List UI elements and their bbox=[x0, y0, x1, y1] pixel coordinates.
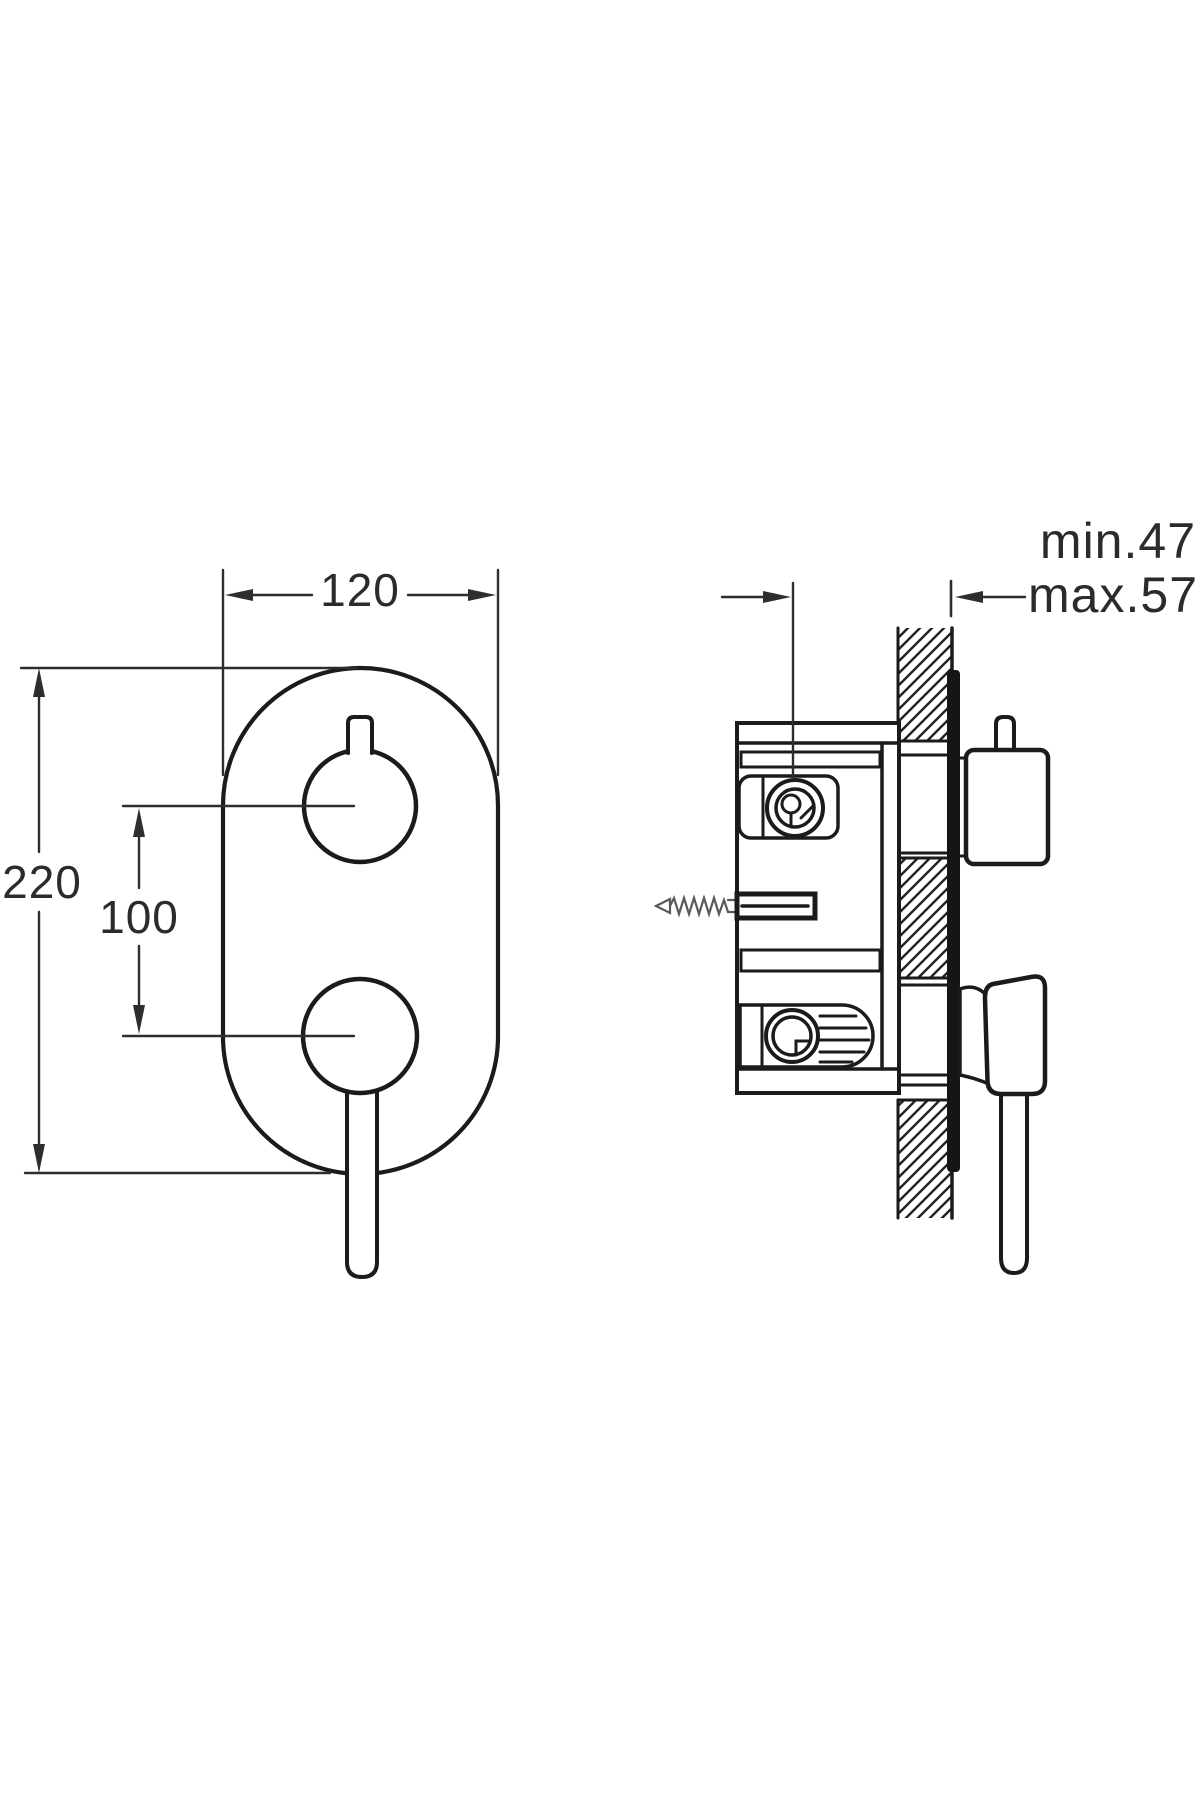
thermostat-knob-side bbox=[958, 715, 1051, 867]
lever-rod-side bbox=[999, 1083, 1029, 1276]
knob-index-tab bbox=[346, 715, 374, 755]
diverter-lever-side bbox=[958, 974, 1048, 1276]
valve-cartridge-bottom bbox=[738, 1003, 875, 1069]
side-view bbox=[653, 626, 1051, 1276]
depth-min-label: min.47 bbox=[1040, 513, 1196, 569]
box-slat-bottom bbox=[739, 948, 882, 973]
wall-hatch-middle bbox=[896, 856, 954, 980]
knob-stem-side bbox=[994, 715, 1016, 752]
dim-height-label: 220 bbox=[2, 856, 82, 908]
lever-body-side bbox=[982, 974, 1048, 1097]
spacing-dimension: 100 bbox=[99, 804, 356, 1038]
depth-dimension: min.47 max.57 bbox=[720, 513, 1198, 780]
box-slat-top bbox=[739, 750, 882, 769]
dim-width-label: 120 bbox=[320, 564, 400, 616]
front-view bbox=[220, 665, 501, 1280]
depth-max-label: max.57 bbox=[1028, 567, 1198, 623]
mounting-screw-icon bbox=[653, 894, 738, 918]
lower-collar bbox=[897, 983, 951, 1087]
height-dimension: 220 bbox=[2, 666, 359, 1175]
dim-spacing-label: 100 bbox=[99, 891, 179, 943]
diverter-lever-front bbox=[345, 1076, 379, 1280]
faceplate-edge bbox=[947, 670, 960, 1172]
wall-hatch-upper bbox=[896, 626, 954, 743]
dimensions: 120 220 100 bbox=[2, 513, 1198, 1175]
width-dimension: 120 bbox=[221, 564, 500, 777]
screw-rail bbox=[734, 891, 818, 921]
wall-hatch-lower bbox=[896, 1098, 954, 1220]
valve-cartridge-top bbox=[737, 774, 840, 840]
upper-collar bbox=[897, 753, 951, 855]
